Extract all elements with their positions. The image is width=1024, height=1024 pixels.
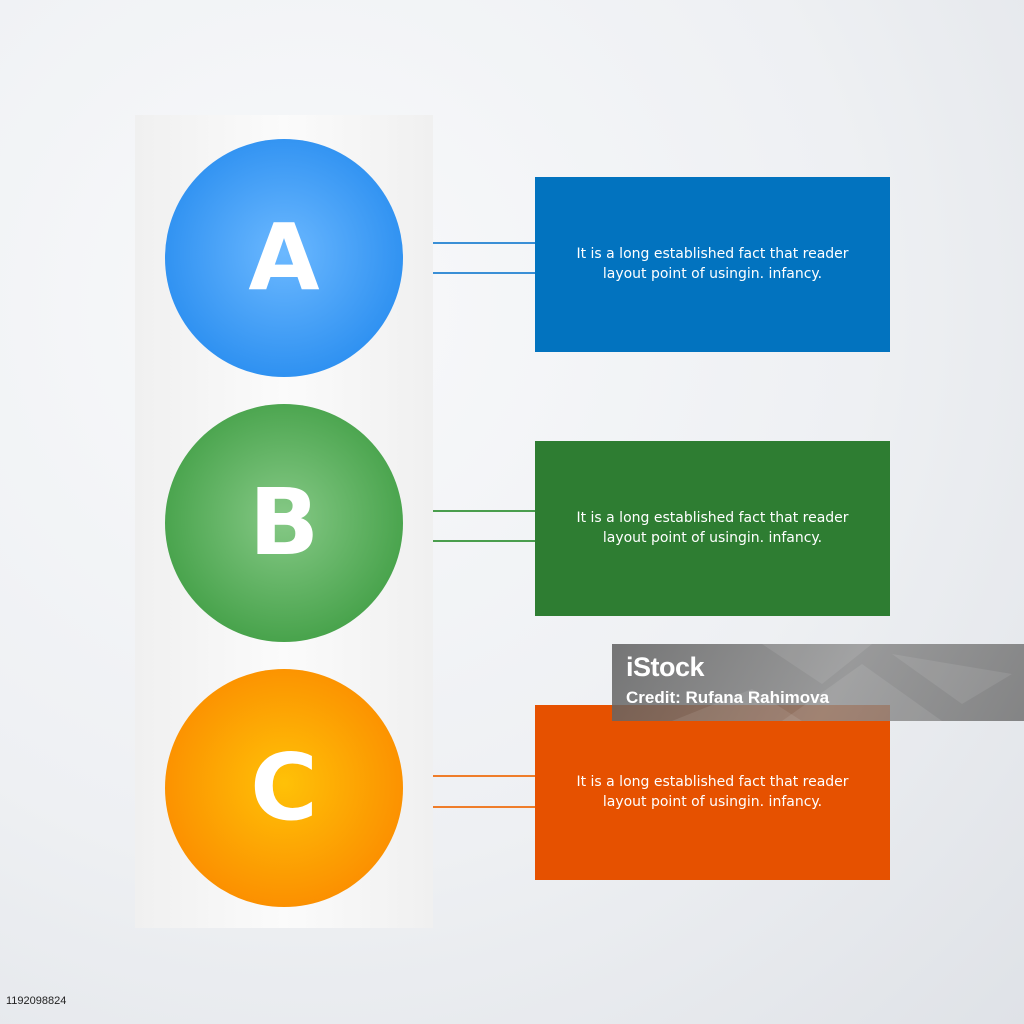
stock-id: 1192098824	[6, 995, 67, 1007]
circle-a-letter: A	[248, 204, 320, 311]
text-box-c: It is a long established fact that reade…	[535, 705, 890, 880]
watermark-pattern	[672, 644, 1012, 721]
text-box-b: It is a long established fact that reade…	[535, 441, 890, 616]
circle-b-letter: B	[248, 469, 320, 576]
circle-c-letter: C	[250, 734, 318, 841]
circle-b: B	[165, 404, 403, 642]
circle-c: C	[165, 669, 403, 907]
istock-watermark: iStock Credit: Rufana Rahimova	[612, 644, 1024, 721]
circle-a: A	[165, 139, 403, 377]
connector-a-bottom	[433, 272, 535, 274]
connector-a-top	[433, 242, 535, 244]
text-box-a-text: It is a long established fact that reade…	[576, 246, 849, 282]
connector-b-top	[433, 510, 535, 512]
text-box-c-text: It is a long established fact that reade…	[576, 774, 849, 810]
istock-logo: iStock	[626, 652, 705, 682]
watermark-credit: Credit: Rufana Rahimova	[626, 688, 830, 707]
connector-c-top	[433, 775, 535, 777]
text-box-a: It is a long established fact that reade…	[535, 177, 890, 352]
connector-c-bottom	[433, 806, 535, 808]
text-box-b-text: It is a long established fact that reade…	[576, 510, 849, 546]
connector-b-bottom	[433, 540, 535, 542]
